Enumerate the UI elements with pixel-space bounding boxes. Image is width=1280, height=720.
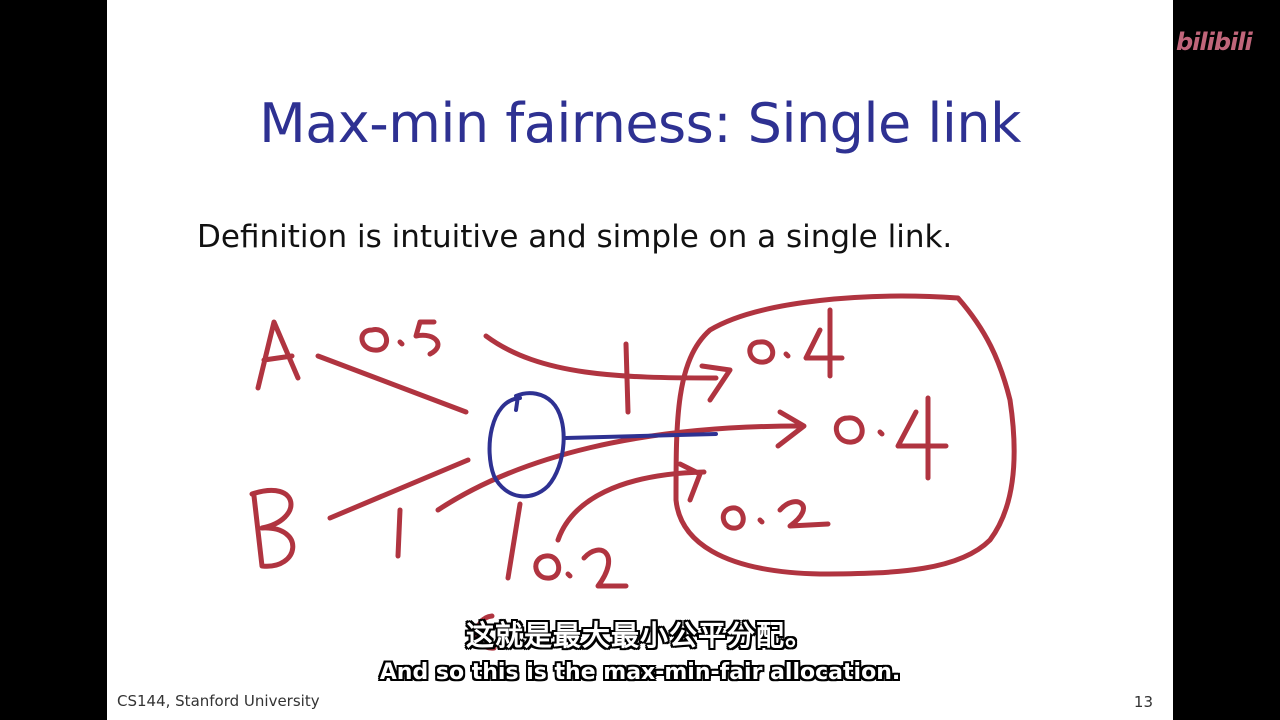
arrow-c-out — [677, 461, 703, 503]
slide-title: Max-min fairness: Single link — [259, 92, 1021, 155]
output-link — [564, 432, 718, 440]
flow-a-in — [315, 353, 469, 415]
flow-b-in — [327, 457, 471, 521]
label-0-2-out — [720, 499, 831, 531]
label-1-link — [623, 341, 631, 415]
flow-c-in — [505, 501, 523, 581]
flow-a-out — [483, 333, 719, 381]
label-0-5-a — [359, 319, 441, 357]
flow-b-out — [435, 423, 803, 513]
label-0-4-mid — [834, 395, 949, 481]
slide-body: Definition is intuitive and simple on a … — [197, 219, 953, 255]
label-0-4-top — [747, 307, 845, 379]
arrow-a-out — [699, 363, 733, 403]
course-footer: CS144, Stanford University — [117, 692, 320, 710]
label-b — [249, 487, 296, 569]
bilibili-logo: bilibili — [1176, 28, 1253, 56]
label-1-b — [395, 507, 403, 559]
allocation-loop — [673, 293, 1017, 577]
subtitle-english: And so this is the max-min-fair allocati… — [379, 660, 901, 685]
router-node — [487, 391, 566, 499]
flow-c-out — [555, 469, 707, 543]
arrow-b-out — [775, 409, 807, 449]
subtitle-chinese: 这就是最大最小公平分配。 — [465, 619, 814, 652]
label-a — [255, 319, 301, 391]
page-number: 13 — [1133, 693, 1153, 711]
label-0-2-c — [533, 547, 629, 589]
label-c — [474, 613, 497, 651]
